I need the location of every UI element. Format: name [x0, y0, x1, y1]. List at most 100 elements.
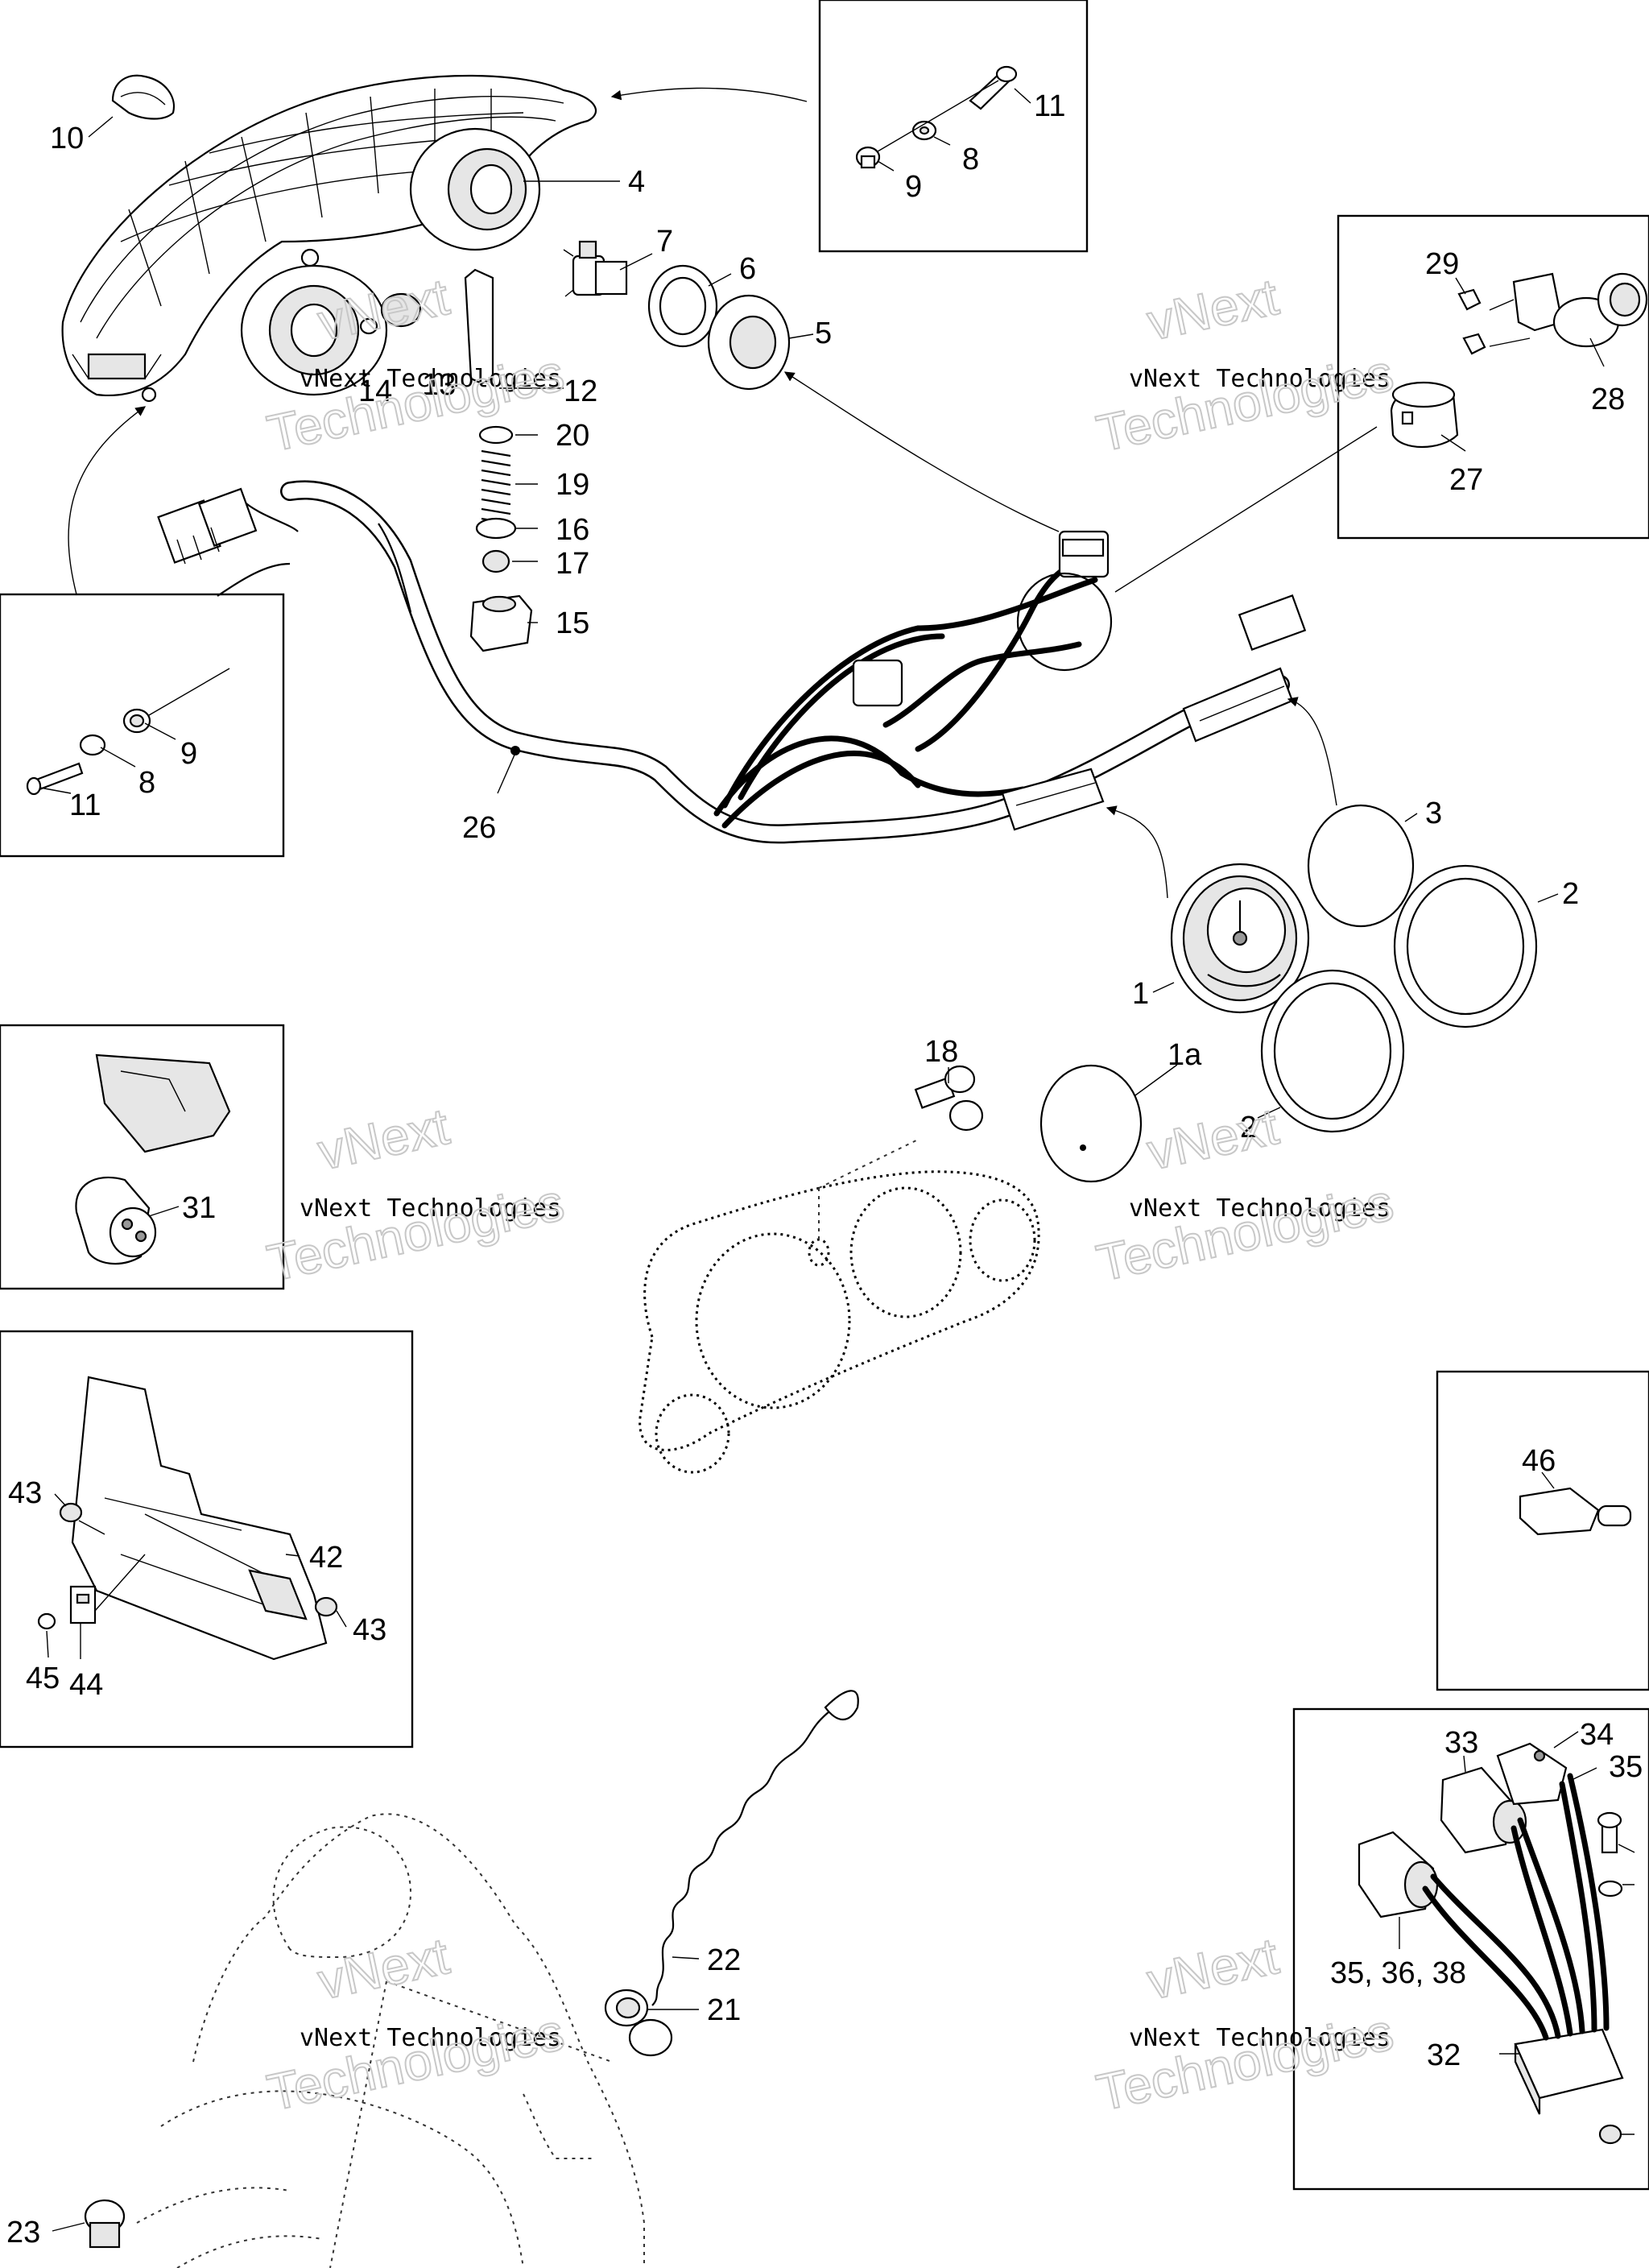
callout-43-right: 43 — [353, 1613, 386, 1647]
watermark-text: vNext Technologies — [300, 2024, 561, 2052]
callout-16: 16 — [556, 513, 589, 547]
bulb-part — [563, 240, 628, 297]
assembly-line-bulb — [1489, 299, 1531, 347]
watermark-vnext: vNext — [1143, 1927, 1283, 2010]
regulator-32-part — [1514, 2028, 1624, 2115]
callout-44: 44 — [69, 1668, 103, 1702]
callout-32: 32 — [1427, 2038, 1461, 2072]
callout-1: 1 — [1132, 977, 1149, 1011]
callout-11-left: 11 — [69, 788, 101, 822]
callout-2-lower: 2 — [1240, 1111, 1257, 1144]
callout-9-top: 9 — [905, 170, 922, 204]
socket-27-part — [1390, 381, 1459, 448]
inset-box-connector — [0, 1024, 285, 1290]
callout-10: 10 — [50, 122, 84, 155]
callout-14: 14 — [358, 375, 392, 408]
watermark-technologies: Technologies — [1092, 1173, 1398, 1292]
nut-43-right — [314, 1596, 338, 1617]
regulator-wires — [1422, 1773, 1610, 2041]
callout-28: 28 — [1591, 383, 1625, 416]
connector-34-part — [1496, 1742, 1568, 1806]
mount-plate-31 — [95, 1053, 231, 1153]
callout-5: 5 — [815, 317, 832, 350]
callout-42: 42 — [309, 1541, 343, 1575]
watermark-technologies: Technologies — [1092, 2002, 1398, 2121]
connector-33-part — [1440, 1766, 1527, 1854]
callout-46: 46 — [1522, 1444, 1556, 1478]
adjuster-screw-12 — [464, 268, 494, 385]
knob-15 — [469, 594, 533, 652]
callout-35-36-38: 35, 36, 38 — [1330, 1956, 1466, 1990]
headlight-housing — [61, 74, 597, 403]
bezel-2-upper — [1393, 864, 1538, 1028]
callout-2-upper: 2 — [1562, 877, 1579, 911]
bracket-42-part — [71, 1376, 328, 1661]
callout-4: 4 — [628, 165, 645, 199]
watermark-text: vNext Technologies — [1129, 1194, 1391, 1223]
watermark-vnext: vNext — [1143, 1097, 1283, 1181]
sensor-46-part — [1519, 1487, 1632, 1536]
clip-part — [111, 74, 176, 120]
screw-11-left — [26, 762, 84, 796]
nut-43-left — [59, 1502, 83, 1523]
callout-43-left: 43 — [8, 1476, 42, 1510]
seat-outline — [136, 1813, 645, 2268]
leader-lines — [39, 88, 1605, 2232]
connector-353638-part — [1358, 1831, 1439, 1918]
watermark-group: vNext vNext Technologies Technologies vN… — [262, 267, 1399, 2123]
callout-20: 20 — [556, 419, 589, 453]
callout-35: 35 — [1609, 1750, 1643, 1784]
lens-1a — [1039, 1064, 1143, 1183]
callout-labels: 10 4 11 8 9 7 6 5 14 13 12 20 19 16 17 1… — [6, 89, 1643, 2249]
screw-11-top — [969, 65, 1018, 110]
bezel-2-lower — [1260, 969, 1405, 1133]
callout-15: 15 — [556, 606, 589, 640]
watermark-text: vNext Technologies — [1129, 365, 1391, 393]
assembly-line-left — [148, 668, 230, 716]
harness-connector-left — [157, 487, 258, 565]
spring-19 — [481, 449, 511, 525]
grommet-part — [707, 294, 791, 391]
bracket-28-part — [1512, 272, 1648, 348]
nuts-29 — [1457, 288, 1486, 355]
bushing-9-left — [122, 708, 151, 734]
callout-31: 31 — [182, 1191, 216, 1225]
inset-box-headlight-mount — [0, 593, 285, 858]
callout-22: 22 — [707, 1943, 741, 1977]
callout-12: 12 — [564, 375, 597, 408]
inset-box-bulb-socket — [1337, 214, 1649, 540]
clip-44-part — [69, 1585, 97, 1624]
watermark-technologies: Technologies — [262, 1173, 568, 1292]
callout-33: 33 — [1444, 1726, 1478, 1760]
callout-23: 23 — [6, 2216, 40, 2249]
callout-45: 45 — [26, 1662, 60, 1695]
harness-connector-mid — [852, 659, 903, 707]
callout-1a: 1a — [1168, 1038, 1202, 1072]
inset-box-sensor — [1436, 1370, 1649, 1691]
bolt-washer-nut-regulator — [1597, 1811, 1635, 2145]
assembly-line-top — [877, 80, 999, 152]
bushing-9-top — [855, 146, 881, 169]
nut-17 — [481, 549, 510, 573]
callout-9-left: 9 — [180, 737, 197, 771]
harness-connector-gauge — [1001, 768, 1105, 831]
inset-box-regulator — [1292, 1707, 1649, 2191]
washer-16 — [475, 517, 517, 540]
watermark-technologies: Technologies — [1092, 343, 1398, 462]
grommet-21-part — [604, 1989, 649, 2027]
callout-34: 34 — [1580, 1718, 1614, 1752]
callout-27: 27 — [1449, 463, 1483, 497]
callout-11-top: 11 — [1034, 89, 1065, 123]
tether-lanyard-part — [628, 1690, 859, 2057]
connector-31-part — [75, 1176, 157, 1265]
assembly-line-bracket — [78, 1520, 146, 1612]
callout-13: 13 — [422, 368, 456, 402]
dash-panel-outline — [639, 1139, 1040, 1474]
callout-19: 19 — [556, 468, 589, 502]
watermark-text: vNext Technologies — [300, 365, 561, 393]
wiring-harness — [217, 480, 1290, 844]
gauge-1 — [1170, 863, 1310, 1014]
lens-3 — [1307, 804, 1415, 928]
button-23-part — [84, 2199, 126, 2249]
